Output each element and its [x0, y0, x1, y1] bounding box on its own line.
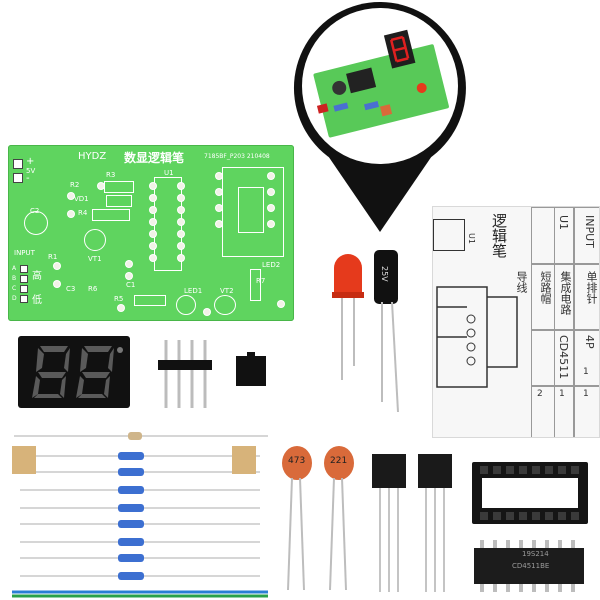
pin-c: C: [12, 285, 17, 292]
ic-socket-icon: [472, 462, 588, 524]
ceramic-capacitor: 473: [282, 446, 312, 480]
input-pad: [20, 265, 28, 273]
seven-segment-display-icon: [18, 336, 130, 408]
label-c1: C1: [126, 281, 136, 289]
manual-col-header: INPUT: [583, 215, 596, 248]
high-label: 高: [32, 271, 42, 282]
label-led2: LED2: [262, 261, 281, 269]
power-pad: [13, 159, 23, 169]
led1-footprint: [176, 295, 196, 315]
vt2-footprint: [214, 295, 236, 315]
schematic-drawing: [436, 286, 518, 388]
pcb-brand: HYDZ: [78, 151, 107, 162]
bare-pcb: HYDZ 数显逻辑笔 7185BF_P203 210408 + 5V - R2 …: [8, 145, 294, 321]
electrolytic-capacitor: 25V: [374, 250, 398, 304]
label-r5: R5: [114, 295, 124, 303]
manual-cell: 短路帽: [539, 271, 552, 304]
ic-marking-1: 19S214: [522, 550, 549, 558]
manual-cell: 导线: [515, 271, 528, 293]
r7-footprint: [250, 269, 261, 301]
low-label: 低: [32, 295, 42, 306]
manual-num: 1: [559, 389, 565, 399]
magnifier-callout-icon: [293, 2, 466, 232]
label-led1: LED1: [184, 287, 203, 295]
pin-b: B: [12, 275, 17, 282]
power-minus: -: [26, 173, 30, 184]
vt1-footprint: [84, 229, 106, 251]
power-pad: [13, 173, 23, 183]
capacitor-leads: [381, 302, 399, 413]
segment-outline: [238, 187, 264, 233]
label-r4: R4: [78, 209, 88, 217]
pin-header-icon: [158, 340, 212, 408]
input-pad: [20, 285, 28, 293]
led2-footprint: [222, 167, 284, 257]
label-r2: R2: [70, 181, 80, 189]
manual-u1: U1: [467, 233, 476, 244]
power-plus: +: [26, 156, 35, 167]
c2-footprint: [24, 211, 48, 235]
capacitor-voltage: 25V: [380, 266, 389, 282]
instruction-sheet: 逻辑笔 U1 INPUT 单排针 4P U1 集成电路 CD4511 短路帽 导…: [432, 206, 600, 438]
ic-chip-icon: [474, 540, 584, 592]
label-r6: R6: [88, 285, 98, 293]
manual-col-header: U1: [557, 215, 570, 231]
r5-footprint: [134, 295, 166, 306]
manual-cell: 单排针: [585, 271, 598, 304]
ic-marking-2: CD4511BE: [512, 562, 550, 570]
pcb-title: 数显逻辑笔: [124, 151, 185, 165]
input-pad: [20, 275, 28, 283]
manual-cell: 集成电路: [559, 271, 572, 315]
manual-num: 1: [583, 367, 589, 377]
ceramic-cap-value: 221: [330, 456, 348, 466]
vd1-footprint: [106, 195, 132, 207]
resistor-set-icon: [12, 432, 268, 598]
manual-title: 逻辑笔: [490, 213, 508, 258]
manual-num: 1: [583, 389, 589, 399]
ceramic-capacitor: 221: [324, 446, 354, 480]
transistor-icon: [372, 454, 452, 592]
label-u1: U1: [164, 169, 174, 177]
pin-d: D: [12, 295, 17, 302]
input-pad: [20, 295, 28, 303]
label-c3: C3: [66, 285, 76, 293]
jumper-cap-icon: [236, 352, 266, 386]
pin-a: A: [12, 265, 17, 272]
r3-footprint: [104, 181, 134, 193]
red-led-icon: [332, 254, 364, 380]
pcb-code: 7185BF_P203 210408: [204, 153, 270, 160]
label-vd1: VD1: [74, 195, 89, 203]
label-vt1: VT1: [88, 255, 102, 263]
ceramic-cap-value: 473: [288, 456, 306, 466]
manual-num: 2: [537, 389, 543, 399]
ceramic-cap-leads: [287, 478, 347, 591]
input-label: INPUT: [14, 249, 35, 257]
power-5v: 5V: [26, 167, 36, 175]
label-vt2: VT2: [220, 287, 234, 295]
manual-cell: CD4511: [557, 335, 570, 380]
label-r3: R3: [106, 171, 116, 179]
label-r1: R1: [48, 253, 58, 261]
r4-footprint: [92, 209, 130, 221]
manual-col-header: 4P: [583, 335, 596, 349]
